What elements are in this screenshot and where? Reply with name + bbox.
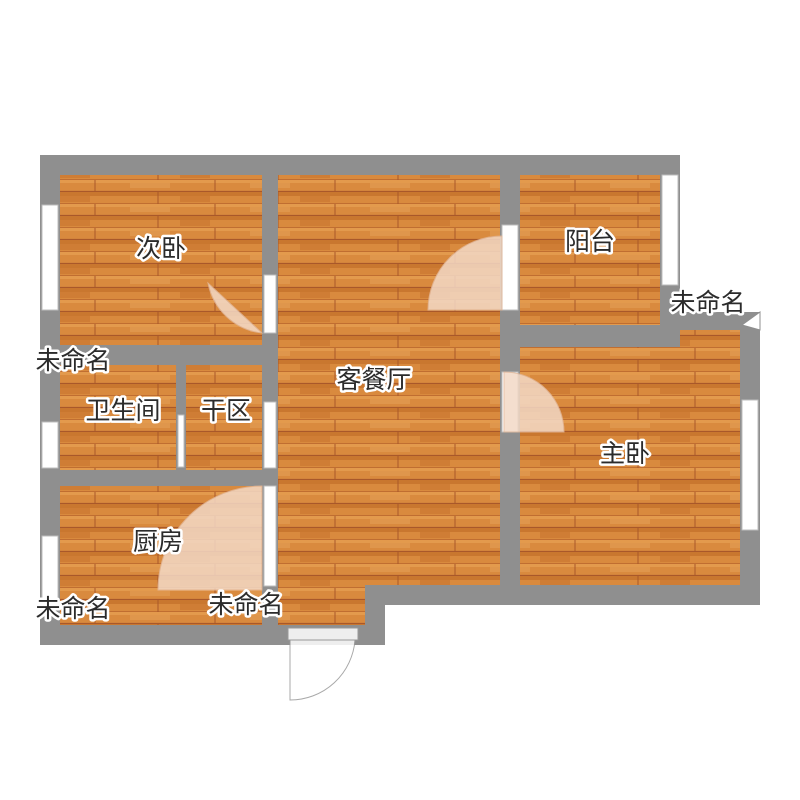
label-balcony: 阳台 bbox=[565, 227, 615, 256]
floor-living-dining bbox=[278, 175, 500, 585]
window-bathroom bbox=[41, 421, 59, 469]
label-master-bedroom: 主卧 bbox=[600, 439, 650, 468]
window-second-bedroom bbox=[41, 204, 59, 311]
window-kitchen bbox=[41, 535, 59, 607]
door-kitchen bbox=[157, 485, 263, 591]
floor-dry-area bbox=[186, 365, 262, 470]
windows bbox=[41, 174, 759, 607]
door-living-balcony bbox=[427, 235, 503, 311]
window-dry-right bbox=[263, 401, 277, 469]
door-swings bbox=[157, 235, 565, 701]
label-unnamed-bottom-mid: 未命名 bbox=[208, 590, 283, 619]
label-kitchen: 厨房 bbox=[133, 527, 183, 556]
label-bathroom: 卫生间 bbox=[85, 396, 160, 425]
corner-marker bbox=[740, 311, 761, 331]
label-unnamed-left: 未命名 bbox=[35, 346, 110, 375]
label-unnamed-right: 未命名 bbox=[670, 288, 745, 317]
label-living-dining: 客餐厅 bbox=[336, 365, 411, 394]
door-entry bbox=[289, 639, 356, 701]
floor-small-right bbox=[680, 330, 740, 347]
door-master-bedroom bbox=[503, 371, 565, 433]
floor-bathroom bbox=[60, 365, 176, 470]
window-kitchen-right bbox=[263, 485, 277, 587]
window-balcony bbox=[661, 174, 679, 286]
entry-frame bbox=[287, 627, 359, 641]
floors bbox=[60, 175, 740, 625]
floor-entry bbox=[278, 585, 365, 625]
label-second-bedroom: 次卧 bbox=[136, 234, 186, 263]
window-bath-mid bbox=[177, 414, 185, 468]
window-living-right bbox=[501, 224, 519, 311]
door-second-bedroom bbox=[207, 281, 264, 334]
room-labels: 次卧 客餐厅 阳台 未命名 未命名 卫生间 干区 主卧 厨房 未命名 未命名 bbox=[33, 225, 748, 626]
window-master-bedroom bbox=[741, 399, 759, 531]
floor-master-bedroom bbox=[520, 347, 740, 585]
window-bedroom-right bbox=[263, 274, 277, 334]
label-unnamed-bottom-left: 未命名 bbox=[35, 594, 110, 623]
floor-balcony bbox=[520, 175, 660, 325]
label-dry-area: 干区 bbox=[201, 396, 251, 425]
